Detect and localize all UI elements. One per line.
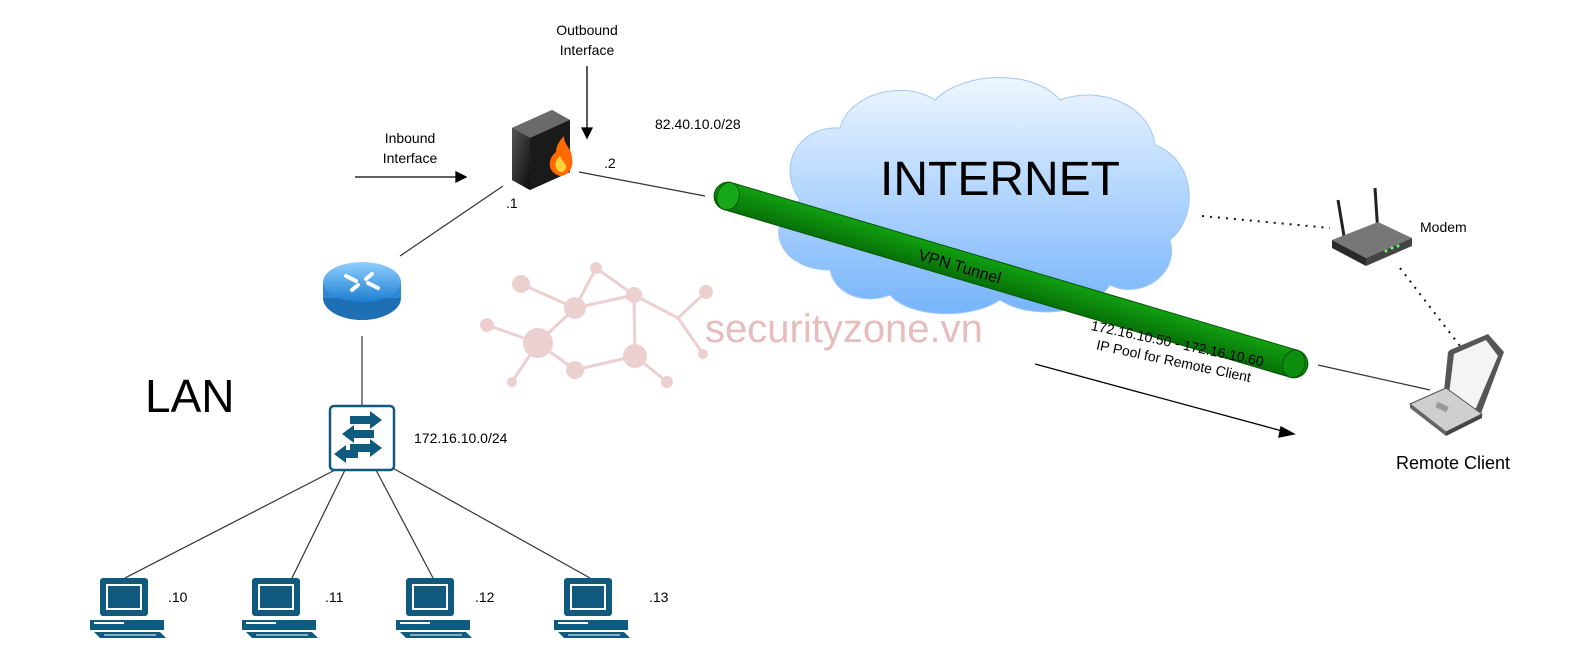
remote-client-label: Remote Client <box>1396 453 1510 473</box>
modem-to-laptop-dotted <box>1399 267 1481 373</box>
cloud-to-modem-dotted <box>1201 215 1331 229</box>
lan-label: LAN <box>145 370 234 422</box>
desktop-pc-icon-1 <box>89 577 167 639</box>
switch-icon <box>328 404 396 472</box>
watermark-text: securityzone.vn <box>705 307 983 351</box>
firewall-icon <box>512 110 573 190</box>
laptop-icon <box>1409 334 1504 436</box>
wireless-modem-icon <box>1332 187 1412 266</box>
lan-subnet-label: 172.16.10.0/24 <box>414 430 508 446</box>
desktop-pc-icon-4 <box>553 577 631 639</box>
modem-label: Modem <box>1420 219 1467 235</box>
switch-to-pc4-line <box>388 465 591 579</box>
pc-ip-label-1: .10 <box>168 589 188 605</box>
firewall-wan-ip-label: .2 <box>604 155 616 171</box>
switch-to-pc1-line <box>124 469 336 579</box>
inbound-label-line2: Interface <box>383 150 438 166</box>
fw-to-router-line <box>399 185 504 257</box>
wan-subnet-label: 82.40.10.0/28 <box>655 116 741 132</box>
internet-label: INTERNET <box>880 153 1120 206</box>
arrows <box>355 66 1296 438</box>
firewall-lan-ip-label: .1 <box>506 195 518 211</box>
fw-to-tunnel-line <box>578 171 706 197</box>
switch-to-pc2-line <box>291 469 346 579</box>
tunnel-to-laptop-line <box>1317 364 1431 391</box>
desktop-pc-icon-3 <box>395 577 473 639</box>
watermark-graphic <box>480 262 713 388</box>
connection-lines <box>124 171 1431 579</box>
router-icon <box>323 262 401 320</box>
desktop-pc-icon-2 <box>241 577 319 639</box>
ip-pool-arrow <box>1034 363 1287 433</box>
pc-ip-label-3: .12 <box>475 589 495 605</box>
outbound-label-line2: Interface <box>560 42 615 58</box>
inbound-label-line1: Inbound <box>385 130 436 146</box>
outbound-label-line1: Outbound <box>556 22 618 38</box>
pc-ip-label-4: .13 <box>649 589 669 605</box>
pc-ip-label-2: .11 <box>325 589 344 605</box>
modem-dotted-lines <box>1201 215 1481 373</box>
switch-to-pc3-line <box>375 469 434 579</box>
